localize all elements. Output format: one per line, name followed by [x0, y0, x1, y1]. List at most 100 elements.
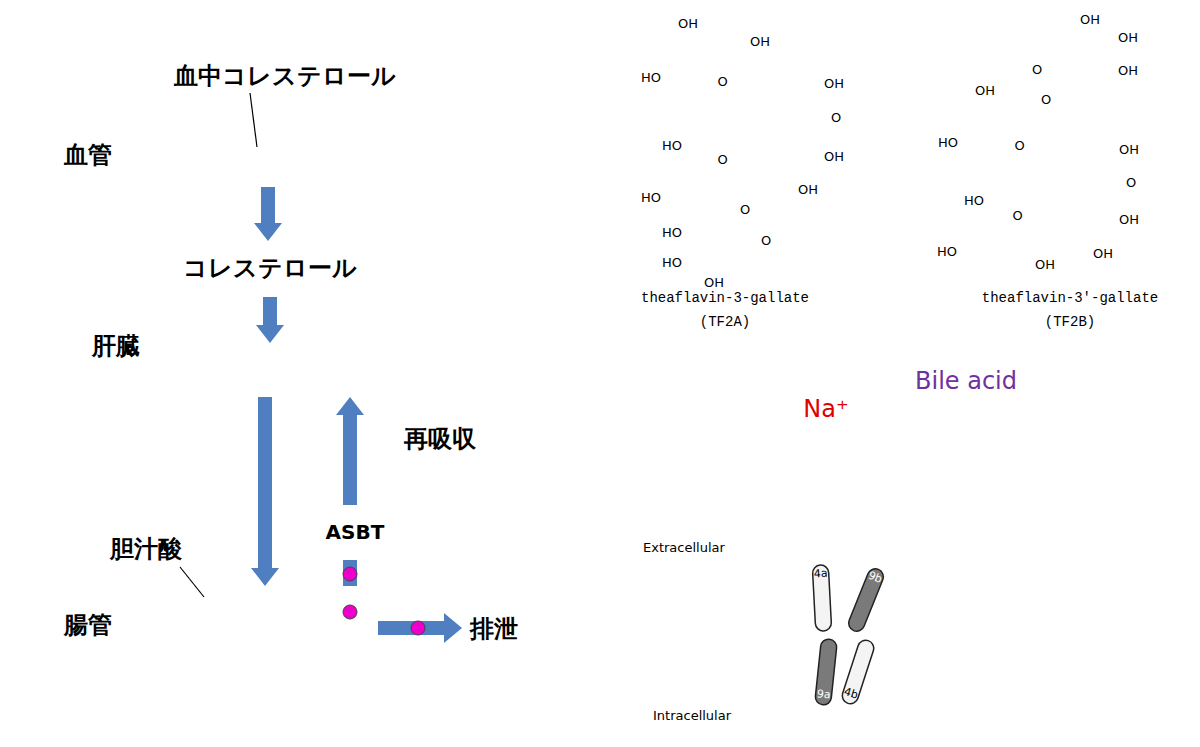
node-shape — [120, 128, 400, 185]
excretion-arrow — [378, 621, 444, 635]
atom-label: OH — [1092, 247, 1114, 261]
text-label: 排泄 — [470, 616, 518, 644]
node-outline — [159, 346, 385, 394]
atom-label: O — [760, 234, 772, 248]
flow-arrow — [258, 397, 272, 568]
liver-shape: 肝臓コレステロール胆汁酸 — [148, 240, 443, 475]
leader-line — [250, 93, 257, 147]
bile-acid-dot — [343, 605, 357, 619]
helix-cylinder: 9b — [845, 565, 887, 635]
bile-acid-dot — [411, 621, 425, 635]
atom-label: O — [1013, 139, 1025, 153]
atom-label: HO — [963, 194, 985, 208]
side-label: Extracellular — [643, 541, 725, 556]
flow-arrow — [343, 415, 357, 505]
flow-arrow — [343, 560, 357, 586]
node-outline — [840, 638, 876, 706]
transporter-protein — [788, 624, 884, 736]
node-heading: 肝臓 — [92, 333, 140, 361]
molecule-label: Bile acid — [915, 368, 1017, 396]
atom-label: HO — [937, 136, 959, 150]
atom-label: OH — [749, 35, 771, 49]
transporter-protein — [784, 520, 888, 664]
ion-label: Na⁺ — [803, 396, 848, 424]
node-label: コレステロール — [183, 255, 357, 283]
node-outline — [121, 129, 399, 184]
atom-label: O — [716, 75, 728, 89]
flow-arrow — [263, 297, 277, 325]
membrane-band — [695, 562, 1098, 690]
transport-arrowhead — [897, 534, 913, 550]
node-outline — [293, 508, 417, 557]
atom-label: HO — [661, 139, 683, 153]
atom-label: OH — [1118, 143, 1140, 157]
ellipse-node: 胆汁酸 — [158, 345, 386, 395]
tf2b-structure — [954, 26, 1125, 258]
node-label: ASBT — [326, 521, 385, 544]
atom-label: O — [716, 153, 728, 167]
compound-name: theaflavin-3-gallate — [641, 290, 809, 306]
text-label: 再吸収 — [404, 426, 476, 454]
node-shape — [120, 588, 400, 665]
atom-label: OH — [974, 84, 996, 98]
atom-label: O — [1040, 93, 1052, 107]
node-label: 9a — [816, 689, 831, 703]
particle-dot — [281, 601, 295, 615]
transport-arrow — [904, 452, 907, 535]
atom-label: O — [1125, 176, 1137, 190]
atom-label: OH — [1117, 64, 1139, 78]
atom-label: HO — [661, 226, 683, 240]
helix-cylinder: 9a — [813, 637, 838, 707]
particle-dot — [293, 633, 307, 647]
node-outline — [154, 244, 386, 294]
excretion-arrowhead — [444, 613, 462, 643]
intestine-shape: 腸管 — [120, 588, 400, 665]
particle-dot — [198, 151, 212, 165]
node-heading: 腸管 — [64, 612, 112, 640]
particle-dot — [158, 621, 172, 635]
side-label: Intracellular — [653, 709, 731, 724]
ellipse-node: コレステロール — [153, 243, 387, 295]
helix-cylinder: 4a — [811, 564, 833, 633]
node-label: 胆汁酸 — [236, 356, 308, 384]
atom-label: OH — [703, 276, 725, 290]
atom-label: O — [739, 203, 751, 217]
node-heading: 血管 — [64, 142, 112, 170]
panel-ground — [28, 15, 548, 718]
bile-acid-symbol — [915, 407, 949, 440]
leader-line — [180, 567, 204, 597]
atom-label: OH — [677, 17, 699, 31]
atom-label: O — [1031, 63, 1043, 77]
particle-dot — [223, 643, 237, 657]
atom-label: HO — [640, 71, 662, 85]
atom-label: OH — [1118, 213, 1140, 227]
node-outline — [815, 638, 838, 705]
particle-dot — [243, 623, 257, 637]
transporter-domain — [884, 548, 962, 734]
atom-label: HO — [936, 245, 958, 259]
atom-label: O — [1011, 209, 1023, 223]
compound-name: (TF2B) — [1045, 314, 1095, 330]
atom-label: OH — [823, 150, 845, 164]
particle-dot — [205, 598, 219, 612]
flow-arrow — [261, 187, 275, 223]
node-label: 4a — [814, 568, 828, 581]
bile-acid-dot — [343, 567, 357, 581]
node-outline — [150, 255, 440, 472]
atom-label: HO — [640, 191, 662, 205]
atom-label: OH — [1117, 31, 1139, 45]
tf2a-structure — [658, 28, 830, 278]
compound-name: theaflavin-3'-gallate — [982, 290, 1158, 306]
sodium-ion — [885, 402, 901, 418]
text-label: 血中コレステロール — [174, 63, 396, 91]
compound-name: (TF2A) — [700, 314, 750, 330]
blood-vessel: 血管 — [120, 128, 400, 185]
intestine-loop — [318, 589, 400, 664]
atom-label: OH — [1079, 13, 1101, 27]
node-outline — [846, 566, 886, 633]
atom-label: OH — [1034, 258, 1056, 272]
